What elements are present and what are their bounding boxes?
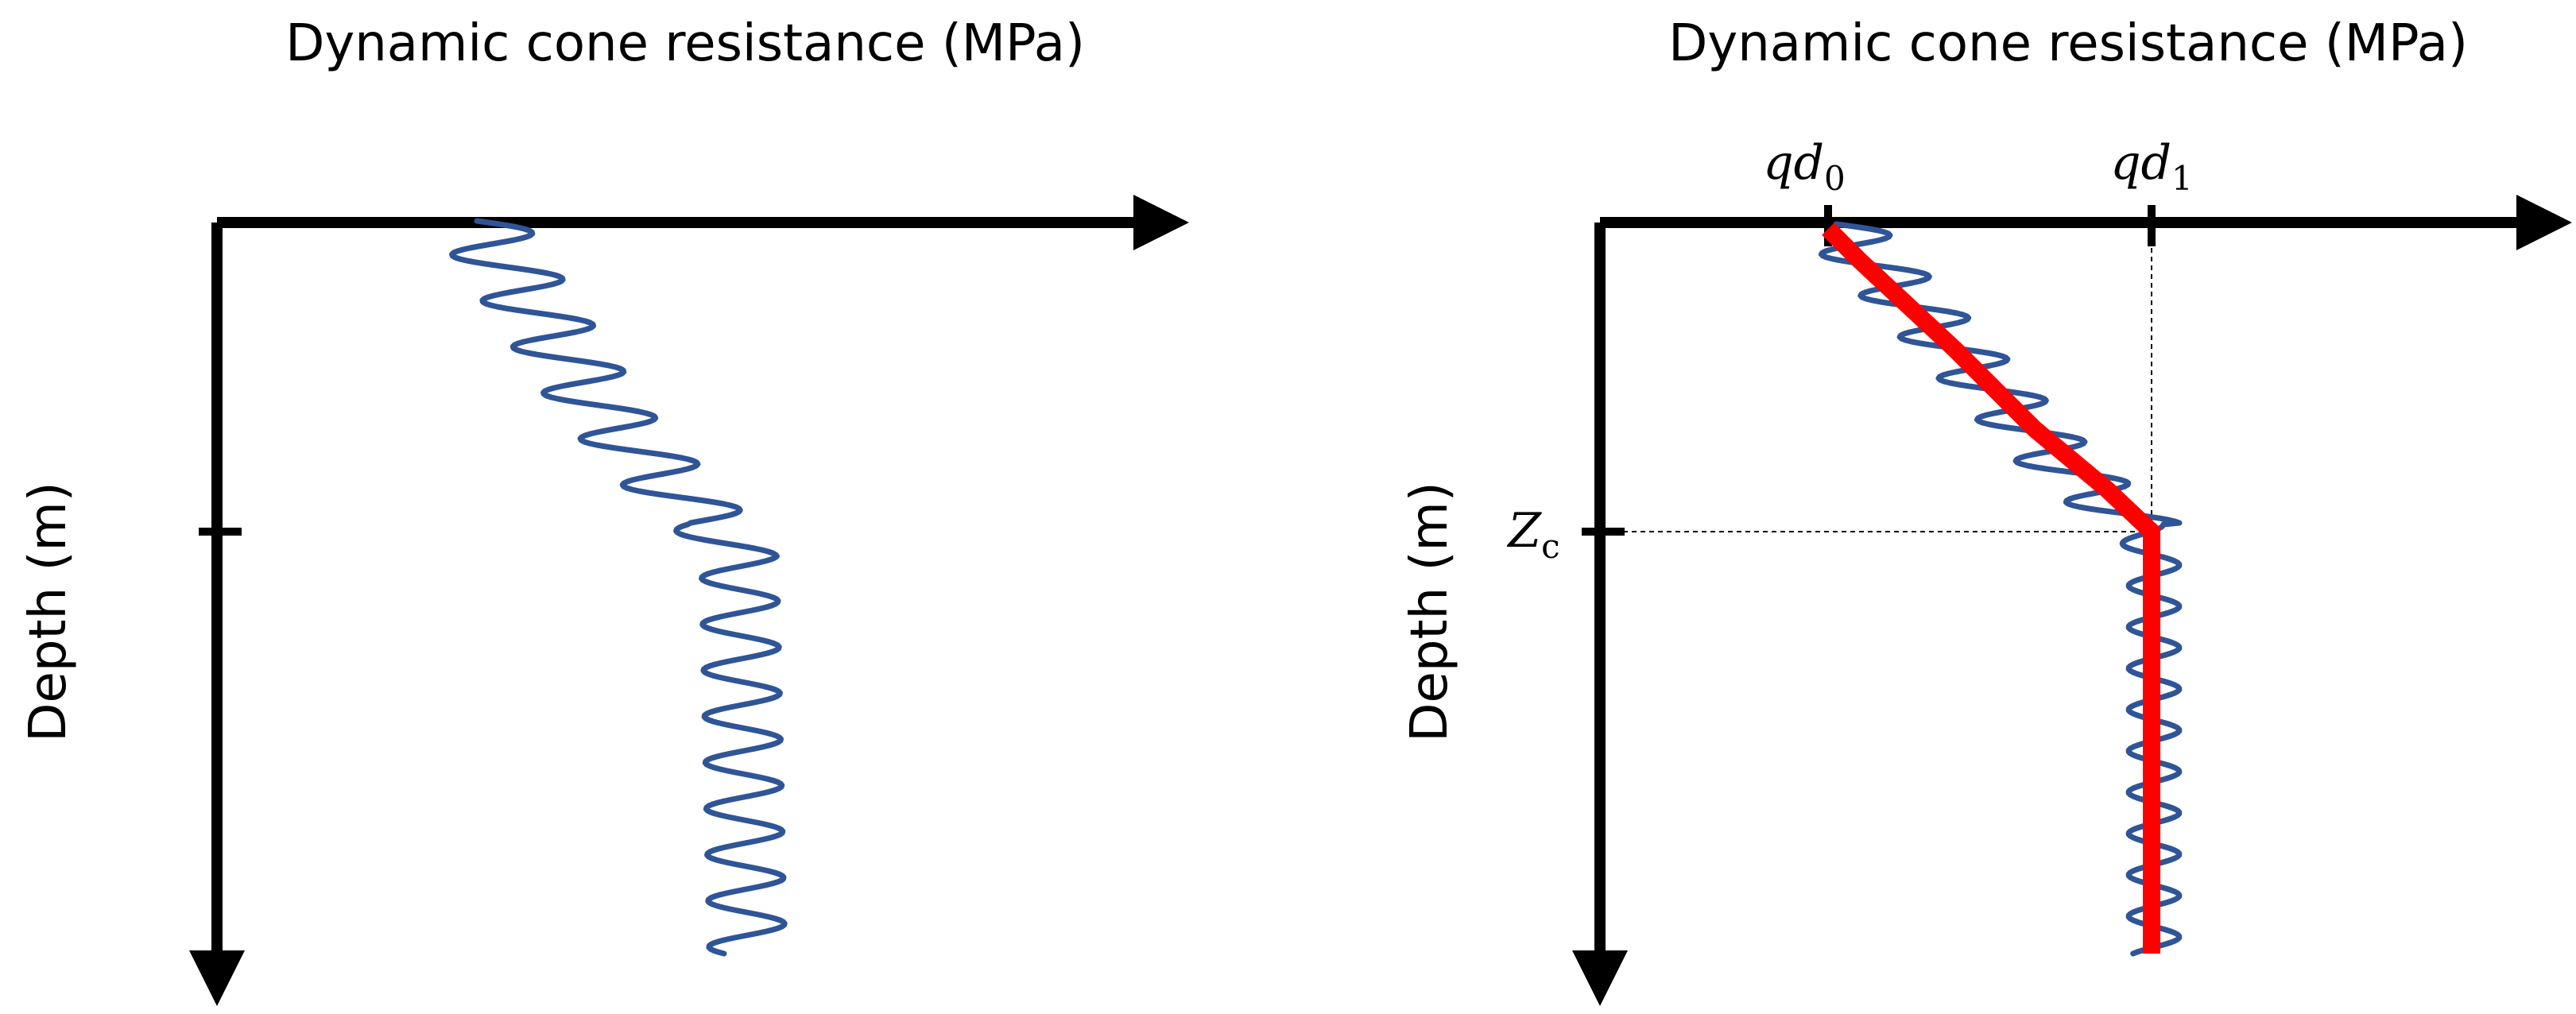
bilinear-fit-line: [1822, 223, 2160, 954]
left-x-axis-title: Dynamic cone resistance (MPa): [285, 14, 1085, 73]
qd0-label: qd0: [1763, 135, 1846, 198]
right-panel: Dynamic cone resistance (MPa) Depth (m) …: [1400, 14, 2572, 1006]
right-resistance-trace: [1819, 221, 2183, 957]
qd1-label: qd1: [2110, 135, 2193, 198]
right-x-axis-title: Dynamic cone resistance (MPa): [1668, 14, 2468, 73]
zc-label: Zc: [1506, 503, 1559, 566]
right-y-axis-title: Depth (m): [1400, 482, 1459, 742]
left-resistance-trace: [449, 218, 788, 957]
left-y-axis-title: Depth (m): [19, 482, 78, 742]
left-panel: Dynamic cone resistance (MPa) Depth (m): [19, 14, 1189, 1006]
